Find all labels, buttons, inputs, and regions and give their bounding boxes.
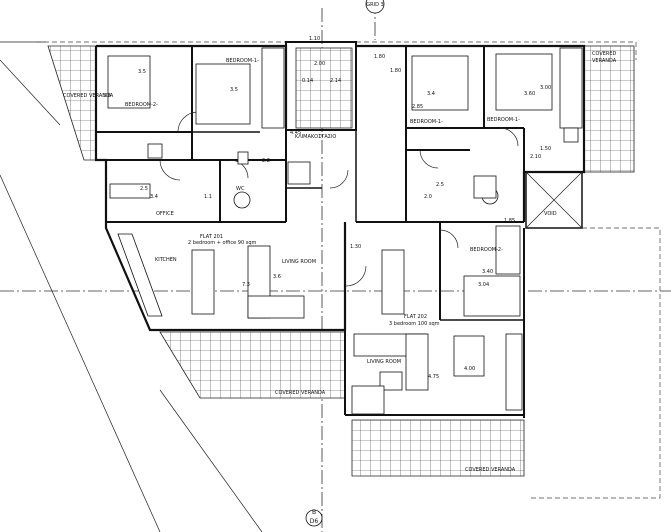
- dim-3-6: 3.6: [103, 93, 111, 99]
- flat202-subtitle: 3 bedroom 100 sqm: [389, 321, 440, 327]
- dim-1-80-b: 1.80: [390, 68, 401, 74]
- dim-2-2: 2.2: [262, 158, 270, 164]
- covered-veranda-right-label-2: VERANDA: [592, 58, 617, 64]
- veranda-bottom-left: [159, 331, 346, 399]
- veranda-bottom-right: [351, 419, 525, 477]
- covered-veranda-right-label-1: COVERED: [592, 51, 617, 57]
- living-room-right-label: LIVING ROOM: [367, 359, 401, 365]
- dim-1-30: 1.30: [350, 244, 361, 250]
- dim-0-14: 0.14: [302, 78, 313, 84]
- kitchen-label: KITCHEN: [155, 257, 177, 263]
- bedroom1-right-label: BEDROOM-1-: [410, 119, 443, 125]
- bedroom1-left-label: BEDROOM-1-: [226, 58, 259, 64]
- wc-label: WC: [236, 186, 245, 192]
- covered-veranda-left-label: COVERED VERANDA: [63, 93, 114, 99]
- dim-3-6-b: 3.6: [273, 274, 281, 280]
- dim-3-00: 3.00: [540, 85, 551, 91]
- flat202-title: FLAT 202: [404, 314, 427, 320]
- veranda-top-left: [47, 45, 97, 161]
- dim-2-0: 2.0: [424, 194, 432, 200]
- dim-2-14: 2.14: [330, 78, 341, 84]
- covered-veranda-bottom-right-label: COVERED VERANDA: [465, 467, 516, 473]
- dim-3-60: 3.60: [524, 91, 535, 97]
- void-label: VOID: [544, 211, 557, 217]
- dim-2-5-a: 2.5: [140, 186, 148, 192]
- bedroom-right-top-label: BEDROOM-1-: [487, 117, 520, 123]
- dim-1-50: 1.50: [540, 146, 551, 152]
- furniture: [107, 47, 583, 415]
- dim-1-85: 1.85: [504, 218, 515, 224]
- bedroom2-left-label: BEDROOM-2-: [125, 102, 158, 108]
- bedroom2-right-label: BEDROOM-2-: [470, 247, 503, 253]
- dim-2-10: 2.10: [530, 154, 541, 160]
- flat201-title: FLAT 201: [200, 234, 223, 240]
- grid-marker-bottom-top: B: [312, 509, 316, 516]
- flat201-subtitle: 2 bedroom + office 90 sqm: [188, 240, 257, 246]
- dim-3-4-a: 3.4: [427, 91, 435, 97]
- dim-2-00: 2.00: [314, 61, 325, 67]
- veranda-top-right: [583, 45, 635, 173]
- grid-marker-top: GRID 3: [365, 0, 385, 14]
- dim-3-4-b: 3.4: [150, 194, 158, 200]
- dim-1-10: 1.10: [309, 36, 320, 42]
- dim-1-80-a: 1.80: [374, 54, 385, 60]
- grid-marker-bottom-bottom: D6: [310, 518, 319, 525]
- stair-treads: [295, 47, 353, 129]
- dim-3-5-a: 3.5: [138, 69, 146, 75]
- dim-2-5-b: 2.5: [436, 182, 444, 188]
- dim-1-1: 1.1: [204, 194, 212, 200]
- dim-3-40: 3.40: [482, 269, 493, 275]
- doors: [159, 111, 519, 287]
- dim-7-3: 7.3: [242, 282, 250, 288]
- dim-4-75: 4.75: [428, 374, 439, 380]
- dim-2-85: 2.85: [412, 104, 423, 110]
- walls: [94, 41, 586, 418]
- dimension-labels: 1.10 3.5 3.5 3.6 2.00 1.80 1.80 0.14 2.1…: [103, 36, 551, 380]
- balcony-outline: [36, 41, 661, 499]
- dim-3-5-b: 3.5: [230, 87, 238, 93]
- living-room-left-label: LIVING ROOM: [282, 259, 316, 265]
- office-label: OFFICE: [156, 211, 174, 217]
- grid-marker-bottom: B D6: [305, 509, 323, 527]
- grid-marker-top-label: GRID 3: [366, 2, 383, 8]
- dim-4-00: 4.00: [464, 366, 475, 372]
- dim-4-45: 4.45: [290, 130, 301, 136]
- room-labels: COVERED VERANDA COVERED VERANDA BEDROOM-…: [63, 51, 617, 473]
- stair-label: ΚΛΙΜΑΚΟΣΤΑΣΙΟ: [295, 134, 336, 140]
- dim-3-04: 3.04: [478, 282, 489, 288]
- covered-veranda-bottom-left-label: COVERED VERANDA: [275, 390, 326, 396]
